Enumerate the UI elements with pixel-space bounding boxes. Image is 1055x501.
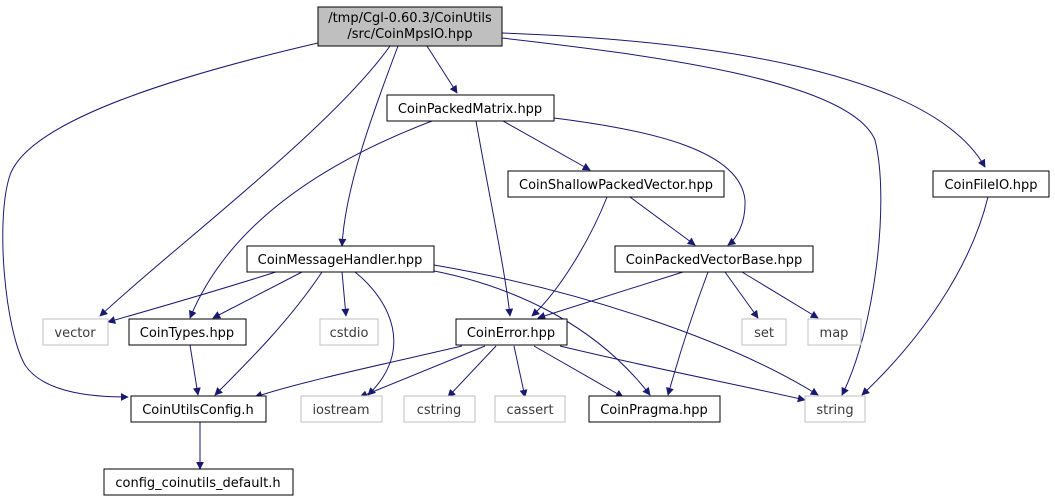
node-coin-pragma-label: CoinPragma.hpp [600,403,708,418]
edge-root-to-vector [99,45,391,317]
node-map[interactable]: map [807,318,862,346]
node-map-label: map [820,326,849,341]
node-coin-message-handler[interactable]: CoinMessageHandler.hpp [246,245,435,273]
node-coin-packed-matrix-label: CoinPackedMatrix.hpp [398,102,542,117]
edge-error-to-utils-config [254,345,463,399]
node-set[interactable]: set [741,318,787,346]
node-cstring[interactable]: cstring [403,395,476,423]
edge-vector-base-to-pragma [666,271,709,396]
node-coin-message-handler-label: CoinMessageHandler.hpp [258,253,423,268]
node-coin-file-io[interactable]: CoinFileIO.hpp [932,170,1050,198]
node-iostream-label: iostream [312,403,369,418]
edge-message-handler-to-iostream [354,271,395,396]
node-cstdio[interactable]: cstdio [319,318,379,346]
edge-vector-base-to-map [741,271,819,319]
edge-error-to-cstring [447,345,497,398]
edge-root-to-message-handler [338,45,399,247]
node-cstdio-label: cstdio [330,326,369,341]
node-coin-packed-matrix[interactable]: CoinPackedMatrix.hpp [386,94,555,122]
node-coin-types[interactable]: CoinTypes.hpp [128,318,247,346]
node-coin-pragma[interactable]: CoinPragma.hpp [588,395,721,423]
node-coin-error-label: CoinError.hpp [467,326,555,341]
edge-message-handler-to-types [212,271,303,319]
edge-shallow-vector-to-error [531,196,608,317]
node-string-label: string [816,403,853,418]
edge-message-handler-to-vector [107,269,283,324]
edge-packed-matrix-to-error [475,120,514,317]
edge-root-to-string [501,37,882,396]
edge-error-to-pragma [533,345,624,398]
node-vector-label: vector [54,326,96,341]
node-set-label: set [754,326,774,341]
node-root-label-line-2: /src/CoinMpsIO.hpp [347,27,472,42]
edge-error-to-string [559,345,806,403]
node-coin-utils-config[interactable]: CoinUtilsConfig.h [130,395,267,423]
edge-error-to-cassert [513,345,528,398]
node-coin-types-label: CoinTypes.hpp [140,326,234,341]
node-vector[interactable]: vector [42,318,109,346]
edge-packed-matrix-to-vector-base [553,117,746,246]
node-root[interactable]: /tmp/Cgl-0.60.3/CoinUtils /src/CoinMpsIO… [317,6,503,47]
node-cassert-label: cassert [506,403,553,418]
edge-root-to-packed-matrix [426,45,458,94]
node-iostream[interactable]: iostream [300,395,383,423]
node-coin-utils-config-label: CoinUtilsConfig.h [142,403,254,418]
edge-layer [2,32,989,470]
edge-packed-matrix-to-shallow-vector [502,120,591,171]
node-cstring-label: cstring [417,403,461,418]
edge-file-io-to-string [861,196,989,396]
edge-shallow-vector-to-vector-base [629,196,696,246]
node-config-coinutils-default-label: config_coinutils_default.h [115,476,280,491]
node-coin-shallow-packed-vector-label: CoinShallowPackedVector.hpp [519,178,713,193]
edge-message-handler-to-utils-config [214,271,323,396]
edge-vector-base-to-set [724,271,759,319]
edge-error-to-iostream [359,345,486,398]
node-layer: /tmp/Cgl-0.60.3/CoinUtils /src/CoinMpsIO… [42,6,1050,496]
node-coin-shallow-packed-vector[interactable]: CoinShallowPackedVector.hpp [507,170,725,198]
edge-message-handler-to-cstdio [341,271,350,317]
edge-root-to-utils-config [2,42,319,401]
node-root-label-line-1: /tmp/Cgl-0.60.3/CoinUtils [328,11,492,26]
edge-types-to-utils-config [189,344,201,396]
node-coin-error[interactable]: CoinError.hpp [455,318,568,346]
edge-root-to-file-io [501,32,986,168]
edge-packed-matrix-to-types [189,120,433,319]
node-cassert[interactable]: cassert [494,395,566,423]
node-coin-file-io-label: CoinFileIO.hpp [944,178,1037,193]
node-coin-packed-vector-base-label: CoinPackedVectorBase.hpp [626,253,803,268]
node-string[interactable]: string [804,395,866,423]
node-coin-packed-vector-base[interactable]: CoinPackedVectorBase.hpp [614,245,814,273]
edge-message-handler-to-string [433,264,819,396]
node-config-coinutils-default[interactable]: config_coinutils_default.h [103,468,294,496]
edge-vector-base-to-error [537,271,684,320]
